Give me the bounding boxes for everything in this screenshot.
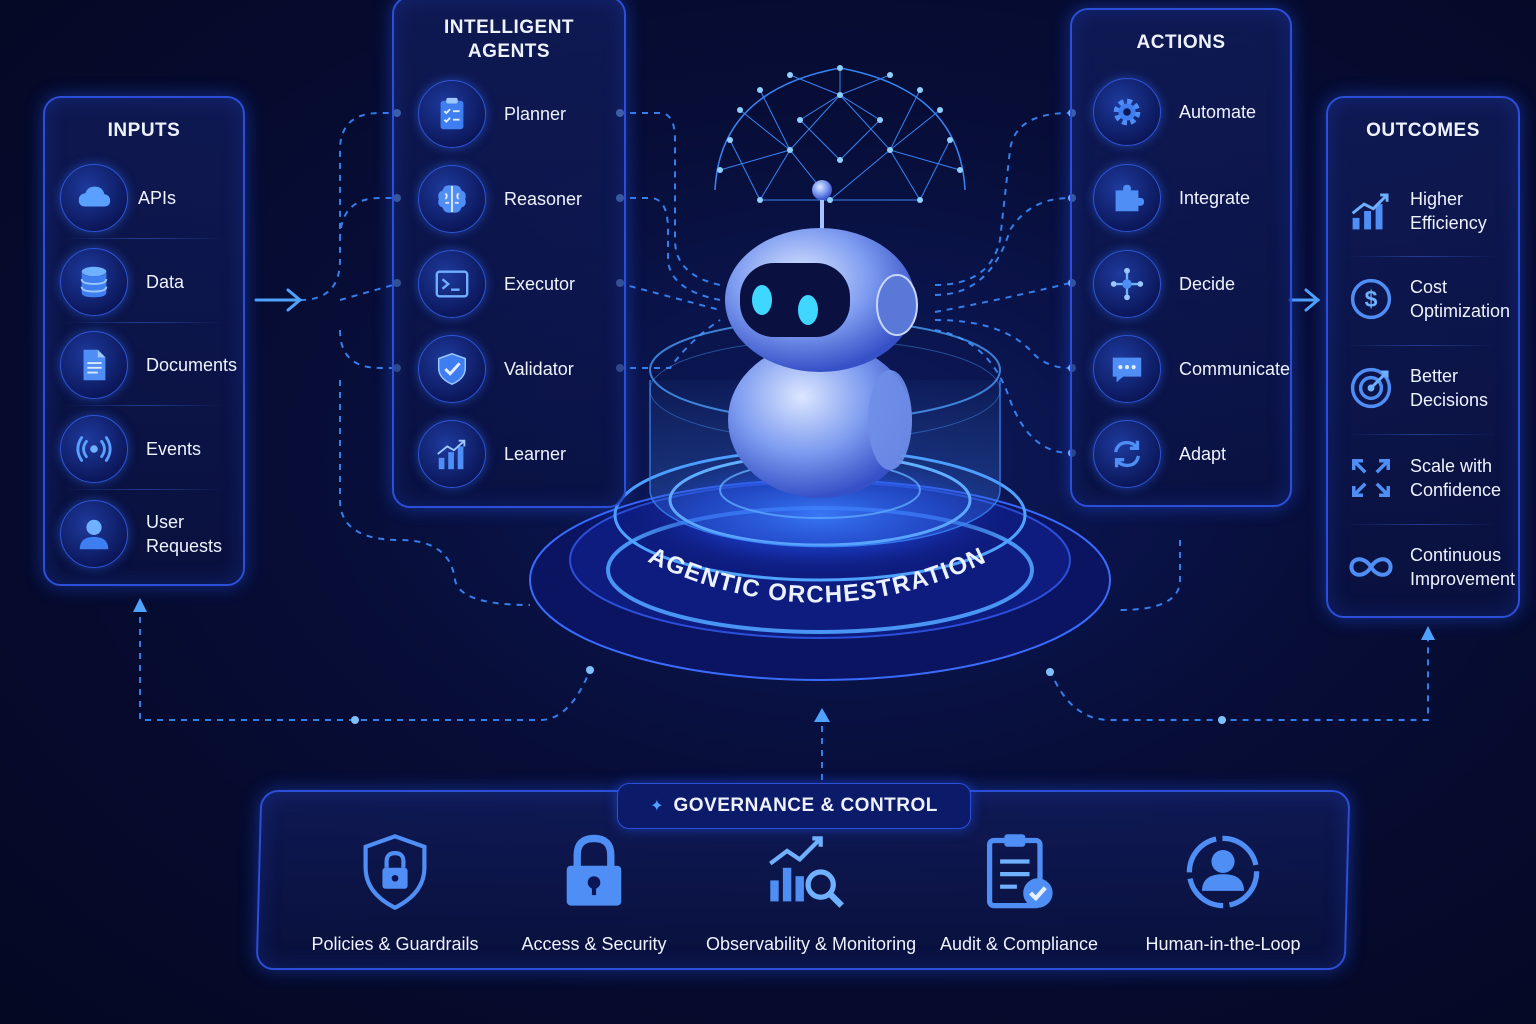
database-icon (60, 248, 128, 316)
brain-icon (418, 165, 486, 233)
gov-item-observability[interactable]: Observability & Monitoring (706, 830, 917, 955)
action-item-communicate[interactable]: Communicate (1093, 335, 1290, 403)
input-label: APIs (138, 188, 177, 208)
decision-nodes-icon (1093, 250, 1161, 318)
shield-check-icon (418, 335, 486, 403)
action-item-automate[interactable]: Automate (1093, 78, 1256, 146)
inputs-title: INPUTS (107, 120, 181, 141)
cloud-icon (60, 164, 128, 232)
action-label: Adapt (1179, 444, 1227, 464)
agents-panel: INTELLIGENT AGENTS (392, 0, 626, 508)
gov-label: Policies & Guardrails (311, 934, 479, 954)
agent-item-learner[interactable]: Learner (418, 420, 566, 488)
outcome-label: Scale with Confidence (1410, 456, 1502, 500)
infinity-icon (1346, 542, 1396, 592)
refresh-icon (1093, 420, 1161, 488)
input-item-events[interactable]: Events (60, 415, 201, 483)
robot-icon (725, 180, 918, 498)
broadcast-icon (60, 415, 128, 483)
action-item-adapt[interactable]: Adapt (1093, 420, 1226, 488)
outcome-label: Better Decisions (1410, 366, 1489, 410)
action-item-integrate[interactable]: Integrate (1093, 164, 1250, 232)
input-label: Data (146, 272, 185, 292)
governance-spark-icon: ✦ (650, 798, 664, 815)
clipboard-checklist-icon (418, 80, 486, 148)
terminal-icon (418, 250, 486, 318)
agent-label: Executor (504, 274, 576, 294)
outcome-item-decisions[interactable]: Better Decisions (1346, 363, 1488, 413)
agent-item-executor[interactable]: Executor (418, 250, 575, 318)
agents-title: INTELLIGENT AGENTS (443, 17, 575, 62)
outcome-item-improvement[interactable]: Continuous Improvement (1346, 542, 1515, 592)
input-item-user-requests[interactable]: User Requests (60, 500, 222, 568)
user-circle-icon (1186, 835, 1260, 909)
actions-title: ACTIONS (1136, 32, 1226, 53)
agent-label: Reasoner (504, 189, 583, 209)
action-label: Integrate (1179, 188, 1251, 208)
input-label: Documents (146, 355, 238, 375)
audit-clipboard-icon (986, 834, 1053, 909)
outcomes-title: OUTCOMES (1366, 120, 1480, 141)
action-label: Communicate (1179, 359, 1291, 379)
gov-item-policies[interactable]: Policies & Guardrails (295, 830, 495, 955)
growth-chart-icon (418, 420, 486, 488)
user-icon (60, 500, 128, 568)
gear-icon (1093, 78, 1161, 146)
gov-item-audit[interactable]: Audit & Compliance (919, 830, 1119, 955)
chat-bubble-icon (1093, 335, 1161, 403)
chart-magnifier-icon (769, 836, 844, 908)
governance-title-tab: ✦ GOVERNANCE & CONTROL (617, 783, 971, 829)
growth-chart-icon (1346, 186, 1396, 236)
orchestration-podium (529, 319, 1111, 681)
agent-label: Learner (504, 444, 567, 464)
governance-title: GOVERNANCE & CONTROL (673, 795, 938, 816)
gov-label: Observability & Monitoring (706, 934, 917, 954)
shield-lock-icon (363, 834, 427, 911)
gov-label: Access & Security (521, 934, 667, 954)
svg-text:$: $ (1365, 286, 1378, 312)
puzzle-icon (1093, 164, 1161, 232)
outcome-label: Higher Efficiency (1410, 189, 1487, 233)
agent-label: Planner (504, 104, 567, 124)
agent-item-validator[interactable]: Validator (418, 335, 574, 403)
gov-item-human-loop[interactable]: Human-in-the-Loop (1123, 830, 1323, 955)
agent-label: Validator (504, 359, 574, 379)
input-item-apis[interactable]: APIs (60, 164, 176, 232)
gov-label: Human-in-the-Loop (1145, 934, 1301, 954)
agent-item-planner[interactable]: Planner (418, 80, 566, 148)
outcome-label: Continuous Improvement (1410, 545, 1516, 589)
document-icon (60, 331, 128, 399)
neural-brain-icon (714, 67, 966, 201)
gov-label: Audit & Compliance (939, 934, 1099, 954)
input-label: User Requests (146, 512, 223, 556)
agent-item-reasoner[interactable]: Reasoner (418, 165, 582, 233)
input-item-data[interactable]: Data (60, 248, 184, 316)
action-label: Automate (1179, 102, 1257, 122)
action-label: Decide (1179, 274, 1236, 294)
outcomes-panel: OUTCOMES (1326, 96, 1520, 618)
action-item-decide[interactable]: Decide (1093, 250, 1235, 318)
outcome-label: Cost Optimization (1410, 277, 1511, 321)
target-icon (1346, 363, 1396, 413)
input-label: Events (146, 439, 202, 459)
padlock-icon (566, 834, 622, 906)
gov-item-access[interactable]: Access & Security (494, 830, 694, 955)
dollar-icon: $ (1346, 274, 1396, 324)
outcome-item-scale[interactable]: Scale with Confidence (1346, 453, 1501, 503)
input-item-documents[interactable]: Documents (60, 331, 237, 399)
outcome-item-cost[interactable]: $ Cost Optimization (1346, 274, 1510, 324)
expand-icon (1346, 453, 1396, 503)
outcome-item-efficiency[interactable]: Higher Efficiency (1346, 186, 1487, 236)
